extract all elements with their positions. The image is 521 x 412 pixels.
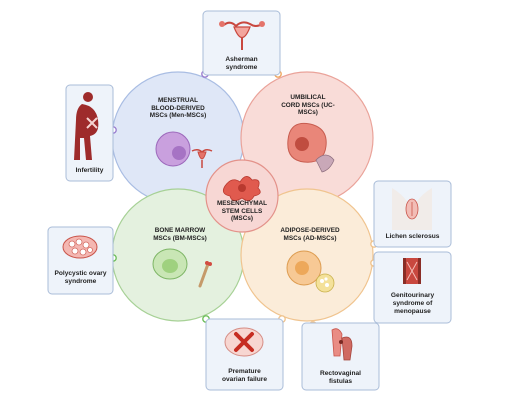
asherman-box — [202, 10, 281, 76]
small-uterus-icon — [191, 148, 213, 168]
polycystic-line1: Polycystic ovary — [54, 270, 107, 277]
bone-marrow-cell-icon — [152, 248, 188, 280]
bone-line1: BONE MARROW — [154, 227, 206, 234]
infertility-label: Infertility — [66, 167, 113, 175]
bone-line2: MSCs (BM-MSCs) — [153, 234, 207, 242]
menstrual-line1: MENSTRUAL — [157, 97, 199, 104]
umbilical-line2: CORD MSCs (UC- — [281, 101, 335, 109]
genitourinary-box — [373, 251, 452, 324]
msc-center-label: MESENCHYMAL STEM CELLS (MSCs) — [202, 200, 282, 223]
asherman-label: Asherman syndrome — [203, 56, 280, 72]
infertility-box — [65, 84, 114, 182]
genitourinary-line3: menopause — [394, 307, 431, 315]
asherman-line1: Asherman — [225, 56, 258, 63]
menstrual-line2: BLOOD-DERIVED — [151, 104, 205, 112]
infertility-line1: Infertility — [75, 167, 104, 174]
polycystic-label: Polycystic ovary syndrome — [48, 270, 113, 286]
premature-line1: Premature — [228, 368, 261, 375]
umbilical-cell-icon — [287, 122, 335, 173]
genitourinary-label: Genitourinary syndrome of menopause — [374, 292, 451, 315]
premature-box — [205, 318, 284, 391]
ovary-icon — [62, 235, 98, 259]
bone-icon — [198, 261, 212, 288]
umbilical-label: UMBILICAL CORD MSCs (UC- MSCs) — [258, 94, 358, 117]
adipose-line2: MSCs (AD-MSCs) — [283, 234, 337, 242]
menstrual-label: MENSTRUAL BLOOD-DERIVED MSCs (Men-MSCs) — [128, 97, 228, 120]
bone-marrow-label: BONE MARROW MSCs (BM-MSCs) — [130, 227, 230, 242]
premature-line2: ovarian failure — [221, 375, 268, 383]
asherman-line2: syndrome — [225, 63, 258, 71]
center-line1: MESENCHYMAL — [216, 200, 268, 207]
adipose-label: ADIPOSE-DERIVED MSCs (AD-MSCs) — [260, 227, 360, 242]
msc-cell-icon — [222, 176, 261, 201]
umbilical-line1: UMBILICAL — [290, 94, 326, 101]
rectovaginal-line1: Rectovaginal — [319, 370, 362, 377]
uterus-icon — [219, 21, 265, 50]
adipose-cell-icon — [286, 250, 335, 293]
vaginal-tissue-icon — [403, 258, 421, 284]
menstrual-cell-icon — [155, 131, 191, 167]
lichen-box — [373, 180, 452, 248]
genitourinary-line1: Genitourinary — [390, 292, 435, 299]
lichen-label: Lichen sclerosus — [374, 233, 451, 241]
lichen-line1: Lichen sclerosus — [385, 233, 440, 240]
center-line2: STEM CELLS — [221, 207, 263, 215]
fistula-icon — [331, 328, 353, 361]
rectovaginal-line2: fistulas — [328, 377, 353, 385]
menstrual-line3: MSCs (Men-MSCs) — [149, 112, 207, 120]
vulva-icon — [392, 188, 432, 230]
polycystic-line2: syndrome — [64, 277, 97, 285]
rectovaginal-label: Rectovaginal fistulas — [302, 370, 379, 386]
genitourinary-line2: syndrome of — [392, 299, 433, 307]
umbilical-line3: MSCs) — [298, 109, 318, 117]
rectovaginal-box — [301, 322, 380, 391]
center-line3: (MSCs) — [230, 215, 253, 223]
premature-label: Premature ovarian failure — [206, 368, 283, 384]
polycystic-box — [47, 226, 114, 295]
crossed-ovary-icon — [224, 327, 264, 357]
pregnant-woman-icon — [74, 92, 99, 160]
adipose-line1: ADIPOSE-DERIVED — [280, 227, 340, 234]
